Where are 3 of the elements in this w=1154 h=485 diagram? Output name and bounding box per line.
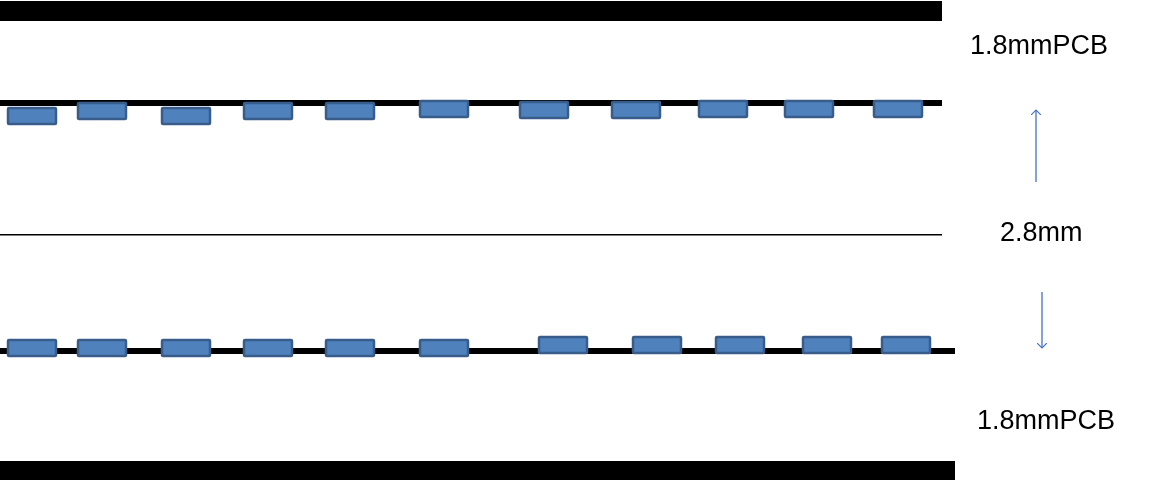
dimension-label: 1.8mmPCB xyxy=(977,407,1116,434)
dimension-label: 1.8mmPCB xyxy=(970,32,1109,59)
dimension-label: 2.8mm xyxy=(1000,219,1083,246)
